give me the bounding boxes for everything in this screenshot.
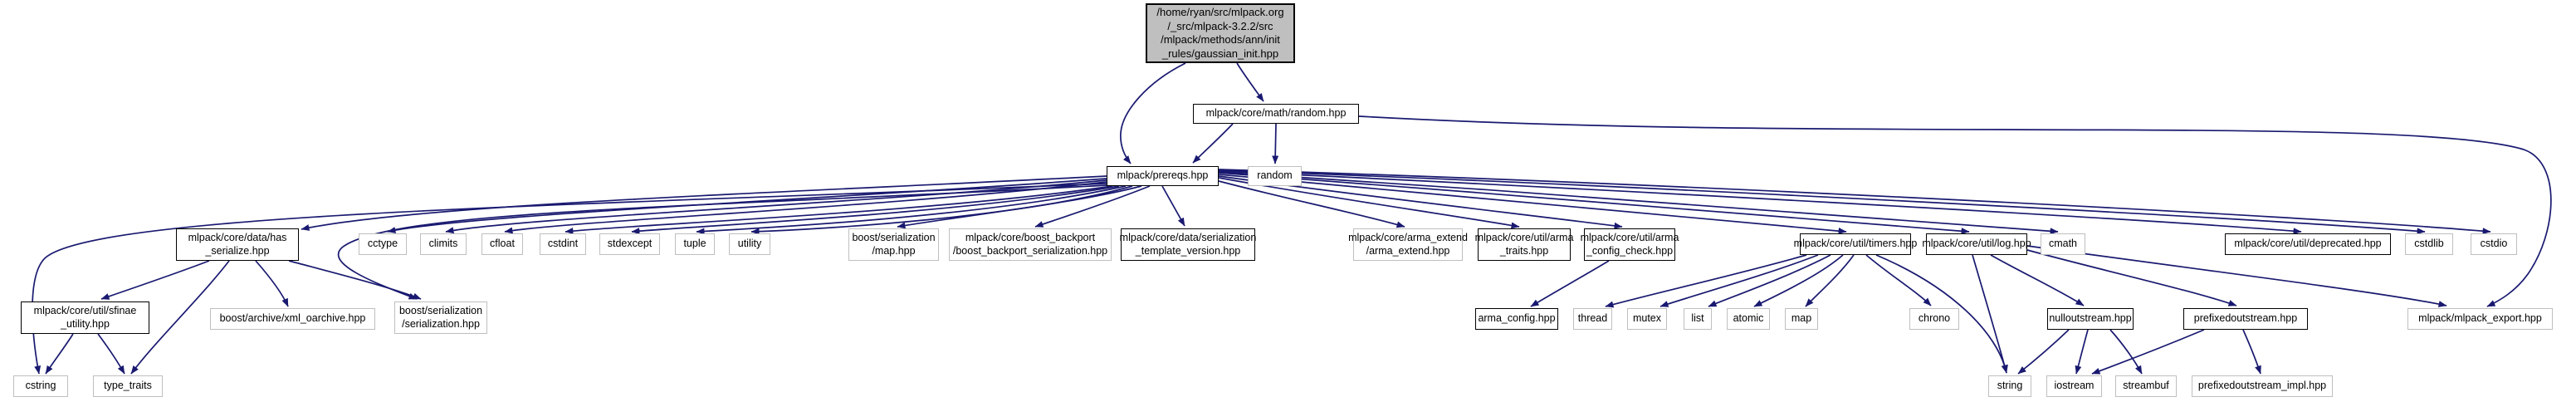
edge-prereqs-timers: [1218, 174, 1847, 234]
node-mlpack-export-hpp: mlpack/mlpack_export.hpp: [2407, 308, 2553, 330]
edge-nulloutstream-string: [2017, 329, 2070, 375]
node-cmath: cmath: [2041, 233, 2085, 255]
edge-has_serialize-xml_oarchive: [255, 260, 289, 307]
node-thread: thread: [1573, 308, 1612, 330]
node-boost-xml-oarchive-hpp: boost/archive/xml_oarchive.hpp: [210, 308, 375, 330]
edge-arma_config_check-arma_config: [1530, 260, 1610, 307]
node-string: string: [1988, 375, 2031, 397]
node-chrono: chrono: [1909, 308, 1959, 330]
edge-root-random_hpp: [1236, 62, 1264, 102]
edge-prereqs-cfloat: [504, 181, 1107, 234]
node-prefixedoutstream-hpp[interactable]: prefixedoutstream.hpp: [2183, 308, 2308, 330]
node-streambuf: streambuf: [2115, 375, 2177, 397]
edge-sfinae-cstring: [45, 333, 74, 375]
edge-prereqs-utility: [750, 185, 1133, 235]
node-stdexcept: stdexcept: [599, 233, 660, 255]
edge-prereqs-bs_map: [897, 185, 1142, 229]
edge-prereqs-stv: [1161, 185, 1185, 227]
node-nulloutstream-hpp[interactable]: nulloutstream.hpp: [2047, 308, 2134, 330]
node-cstdlib: cstdlib: [2405, 233, 2453, 255]
node-std-random: random: [1248, 166, 1302, 186]
edge-random_hpp-random: [1272, 123, 1279, 164]
edge-timers-thread: [1605, 254, 1807, 308]
edge-prereqs-cstdio: [1218, 169, 2491, 235]
node-log-hpp[interactable]: mlpack/core/util/log.hpp: [1922, 233, 2031, 255]
node-type-traits: type_traits: [93, 375, 163, 397]
node-mlpack-prereqs-hpp[interactable]: mlpack/prereqs.hpp: [1107, 166, 1219, 186]
edge-log-prefixedoutstream: [2026, 249, 2237, 306]
edge-nulloutstream-streambuf: [2109, 329, 2143, 375]
node-list: list: [1684, 308, 1712, 330]
node-arma-config-check-hpp[interactable]: mlpack/core/util/arma _config_check.hpp: [1581, 228, 1679, 261]
edge-nulloutstream-iostream: [2075, 329, 2089, 375]
edge-sfinae-type_traits: [97, 333, 125, 375]
node-deprecated-hpp[interactable]: mlpack/core/util/deprecated.hpp: [2225, 233, 2391, 255]
edge-prereqs-cmath: [1218, 171, 2059, 235]
edge-prereqs-boost_backport: [1034, 185, 1151, 228]
edge-prefixedoutstream-iostream: [2091, 329, 2205, 375]
node-iostream: iostream: [2046, 375, 2102, 397]
node-climits: climits: [420, 233, 467, 255]
edge-timers-mutex: [1659, 254, 1819, 307]
edge-prereqs-tuple: [696, 185, 1127, 235]
edge-prereqs-cstdlib: [1218, 169, 2426, 235]
node-arma-config-hpp[interactable]: arma_config.hpp: [1475, 308, 1558, 330]
node-map: map: [1785, 308, 1818, 330]
node-arma-traits-hpp[interactable]: mlpack/core/util/arma _traits.hpp: [1475, 228, 1573, 261]
node-core-math-random-hpp[interactable]: mlpack/core/math/random.hpp: [1193, 104, 1359, 124]
node-mutex: mutex: [1627, 308, 1667, 330]
edge-log-string: [1972, 254, 2008, 374]
node-boost-serialization-map-hpp: boost/serialization /map.hpp: [848, 228, 939, 261]
node-gaussian-init-root: /home/ryan/src/mlpack.org /_src/mlpack-3…: [1146, 3, 1295, 63]
node-cstring: cstring: [13, 375, 68, 397]
edge-random_hpp-prereqs: [1192, 123, 1234, 164]
edge-log-nulloutstream: [1990, 254, 2085, 306]
node-cstdint: cstdint: [540, 233, 586, 255]
edge-timers-list: [1708, 254, 1831, 307]
node-cfloat: cfloat: [481, 233, 523, 255]
edge-prereqs-cstring: [32, 183, 1107, 375]
node-arma-extend-hpp: mlpack/core/arma_extend /arma_extend.hpp: [1348, 228, 1468, 261]
node-prefixedoutstream-impl-hpp: prefixedoutstream_impl.hpp: [2192, 375, 2333, 397]
edge-prereqs-log: [1218, 172, 1970, 235]
node-atomic: atomic: [1727, 308, 1770, 330]
node-cstdio: cstdio: [2471, 233, 2517, 255]
edge-has_serialize-boost_serialization: [288, 260, 422, 300]
node-boost-serialization-hpp: boost/serialization /serialization.hpp: [394, 302, 487, 334]
node-has-serialize-hpp[interactable]: mlpack/core/data/has _serialize.hpp: [176, 228, 299, 261]
edge-prereqs-stdexcept: [631, 185, 1120, 235]
edge-prefixedoutstream-pfo_impl: [2242, 329, 2261, 375]
node-boost-backport-serialization-hpp: mlpack/core/boost_backport /boost_backpo…: [949, 228, 1112, 261]
edge-has_serialize-sfinae: [100, 260, 210, 300]
edge-prereqs-climits: [445, 179, 1107, 234]
node-timers-hpp[interactable]: mlpack/core/util/timers.hpp: [1794, 233, 1917, 255]
edge-prereqs-cstdint: [565, 185, 1113, 234]
edge-prereqs-cctype: [387, 178, 1107, 233]
edge-root-prereqs: [1120, 62, 1186, 164]
node-utility: utility: [729, 233, 770, 255]
edge-random_hpp-mlpack_export: [1358, 115, 2552, 307]
edge-prereqs-arma_extend: [1218, 180, 1405, 228]
edge-timers-chrono: [1865, 254, 1932, 306]
edge-timers-atomic: [1753, 254, 1844, 307]
edge-timers-map: [1805, 254, 1855, 307]
node-serialization-template-version-hpp[interactable]: mlpack/core/data/serialization _template…: [1120, 228, 1256, 261]
node-cctype: cctype: [359, 233, 407, 255]
node-sfinae-utility-hpp[interactable]: mlpack/core/util/sfinae _utility.hpp: [21, 302, 149, 334]
node-tuple: tuple: [675, 233, 715, 255]
edge-prereqs-deprecated: [1218, 170, 2302, 235]
edge-prereqs-has_serialize: [301, 175, 1107, 231]
